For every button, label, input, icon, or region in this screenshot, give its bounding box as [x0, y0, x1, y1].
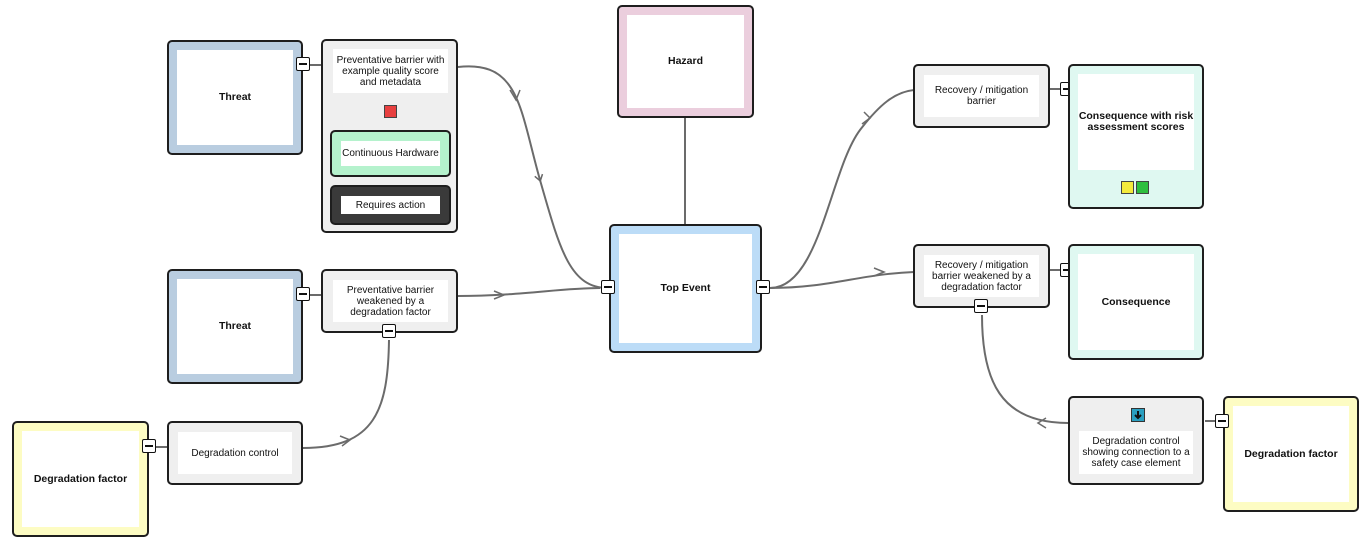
status-tag: Requires action	[330, 185, 451, 225]
degradation-factor-node[interactable]: Degradation factor	[1223, 396, 1359, 512]
collapse-icon[interactable]	[142, 439, 156, 453]
recovery-barrier-node[interactable]: Recovery / mitigation barrier weakened b…	[913, 244, 1050, 308]
connector-degrctrl-recovery2	[981, 314, 1069, 424]
risk-score-badge	[1136, 181, 1149, 194]
consequence-label: Consequence with risk assessment scores	[1078, 74, 1194, 170]
safety-case-link-icon[interactable]	[1131, 408, 1145, 422]
hazard-node[interactable]: Hazard	[617, 5, 754, 118]
recovery-barrier-label: Recovery / mitigation barrier weakened b…	[924, 255, 1039, 297]
arrow-head	[493, 290, 507, 300]
collapse-icon[interactable]	[296, 287, 310, 301]
status-tag-label: Requires action	[341, 196, 440, 214]
degradation-control-label: Degradation control	[178, 432, 292, 474]
collapse-icon[interactable]	[974, 299, 988, 313]
connector-barrier2-top	[457, 287, 601, 297]
hazard-label: Hazard	[627, 15, 744, 108]
consequence-node[interactable]: Consequence	[1068, 244, 1204, 360]
metadata-tag-label: Continuous Hardware	[341, 141, 440, 166]
collapse-icon[interactable]	[756, 280, 770, 294]
quality-score-badge	[384, 105, 397, 118]
threat-node[interactable]: Threat	[167, 269, 303, 384]
degradation-control-node[interactable]: Degradation control showing connection t…	[1068, 396, 1204, 485]
collapse-icon[interactable]	[296, 57, 310, 71]
top-event-label: Top Event	[619, 234, 752, 343]
consequence-node[interactable]: Consequence with risk assessment scores	[1068, 64, 1204, 209]
threat-label: Threat	[177, 50, 293, 145]
arrow-head	[509, 89, 521, 102]
degradation-factor-label: Degradation factor	[22, 431, 139, 527]
consequence-label: Consequence	[1078, 254, 1194, 350]
connector-top-recovery2	[769, 271, 915, 289]
collapse-icon[interactable]	[1215, 414, 1229, 428]
arrow-head	[873, 267, 887, 277]
connector-barrier1-top	[457, 65, 609, 289]
degradation-factor-node[interactable]: Degradation factor	[12, 421, 149, 537]
recovery-barrier-label: Recovery / mitigation barrier	[924, 75, 1039, 117]
degradation-control-label: Degradation control showing connection t…	[1079, 431, 1193, 474]
collapse-icon[interactable]	[382, 324, 396, 338]
collapse-icon[interactable]	[601, 280, 615, 294]
connector-degrctrl-barrier2	[302, 339, 390, 449]
risk-score-badge	[1121, 181, 1134, 194]
top-event-node[interactable]: Top Event	[609, 224, 762, 353]
recovery-barrier-node[interactable]: Recovery / mitigation barrier	[913, 64, 1050, 128]
arrow-head	[861, 111, 872, 125]
arrow-head	[339, 435, 352, 447]
preventative-barrier-node[interactable]: Preventative barrier with example qualit…	[321, 39, 458, 233]
threat-label: Threat	[177, 279, 293, 374]
connector-top-recovery1	[769, 89, 915, 289]
threat-node[interactable]: Threat	[167, 40, 303, 155]
degradation-control-node[interactable]: Degradation control	[167, 421, 303, 485]
arrow-head	[1036, 417, 1047, 429]
metadata-tag: Continuous Hardware	[330, 130, 451, 177]
degradation-factor-label: Degradation factor	[1233, 406, 1349, 502]
barrier-label: Preventative barrier weakened by a degra…	[333, 280, 448, 322]
barrier-label: Preventative barrier with example qualit…	[333, 49, 448, 93]
